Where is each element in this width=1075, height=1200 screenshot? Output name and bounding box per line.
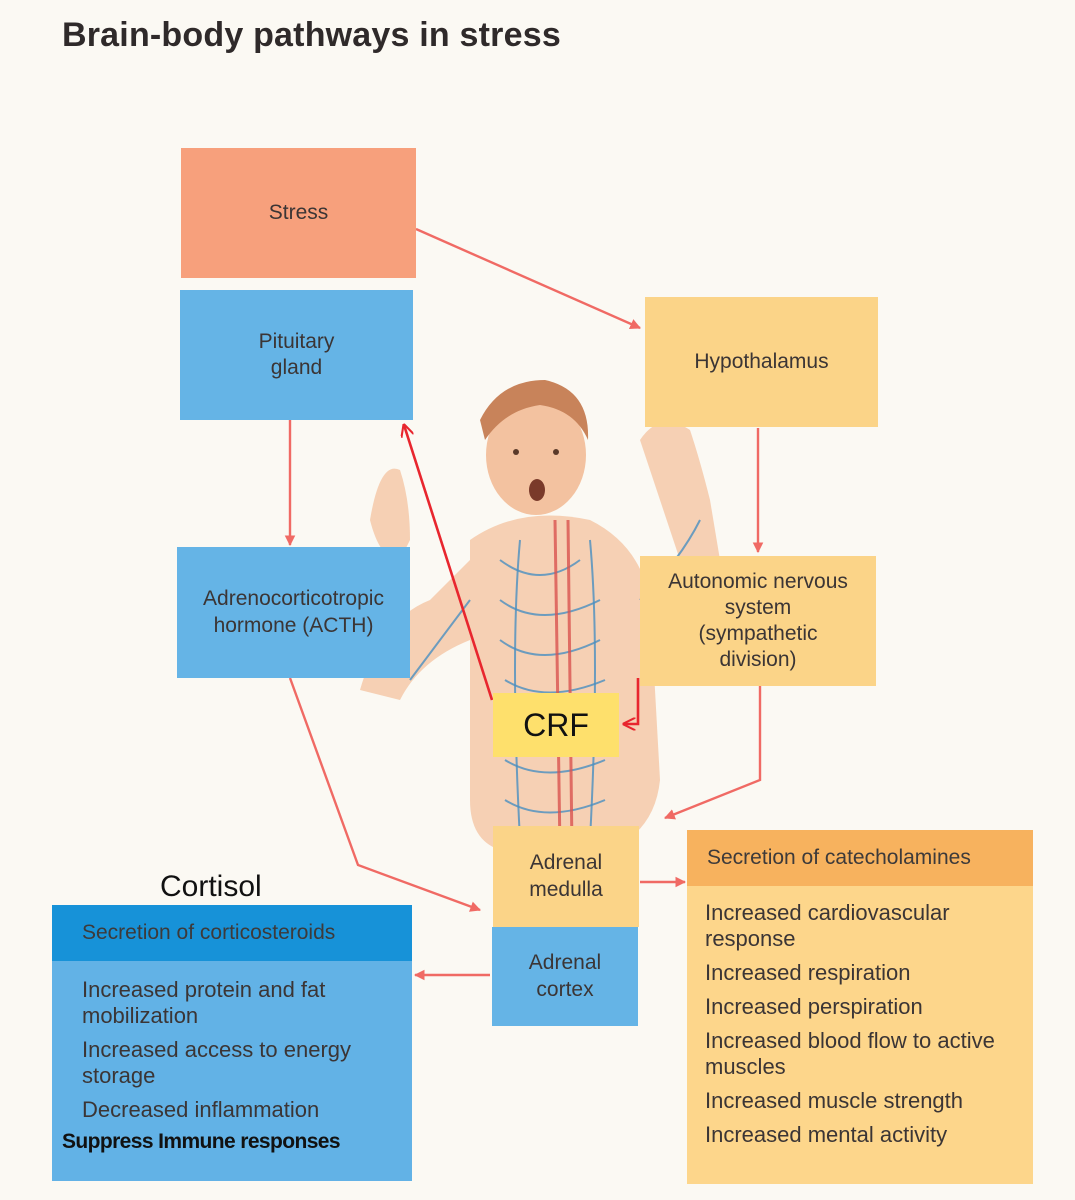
diagram-title: Brain-body pathways in stress: [62, 16, 561, 54]
cortisol-label: Cortisol: [160, 870, 262, 903]
crf-arrows: [404, 425, 640, 724]
arrow-acth-to-adrenal-cortex: [288, 677, 482, 912]
catecholamine-effect: Increased cardiovascular response: [705, 900, 950, 951]
corticosteroids-list: Increased protein and fat mobilization I…: [52, 961, 412, 1155]
stress-box: Stress: [181, 148, 416, 278]
catecholamine-effect: Increased respiration: [705, 960, 911, 985]
arrow-crf-to-pituitary: [404, 425, 494, 701]
catecholamine-effect: Increased mental activity: [705, 1122, 948, 1147]
arrow-hypothalamus-to-crf: [624, 678, 640, 724]
arrow-stress-to-hypothalamus: [415, 227, 641, 330]
catecholamines-panel: Secretion of catecholamines Increased ca…: [687, 830, 1033, 1184]
adrenal-medulla-box: Adrenal medulla: [493, 826, 639, 927]
autonomic-nervous-system-box: Autonomic nervous system (sympathetic di…: [640, 556, 876, 686]
corticosteroid-effect: Increased access to energy storage: [82, 1037, 352, 1088]
hypothalamus-box: Hypothalamus: [645, 297, 878, 427]
corticosteroids-header: Secretion of corticosteroids: [52, 905, 412, 961]
catecholamine-effect: Increased muscle strength: [705, 1088, 964, 1113]
pathway-arrows: [284, 227, 764, 981]
corticosteroid-effect: Decreased inflammation: [82, 1097, 320, 1122]
adrenal-cortex-box: Adrenal cortex: [492, 927, 638, 1026]
corticosteroid-effect: Increased protein and fat mobilization: [82, 977, 326, 1028]
catecholamine-effect: Increased blood flow to active muscles: [705, 1028, 995, 1079]
pituitary-gland-box: Pituitary gland: [180, 290, 413, 420]
catecholamine-effect: Increased perspiration: [705, 994, 923, 1019]
acth-box: Adrenocorticotropic hormone (ACTH): [177, 547, 410, 678]
arrow-autonomic-to-adrenal-medulla: [663, 685, 762, 820]
catecholamines-list: Increased cardiovascular response Increa…: [687, 886, 1033, 1148]
crf-box: CRF: [493, 693, 619, 757]
corticosteroids-panel: Secretion of corticosteroids Increased p…: [52, 905, 412, 1181]
catecholamines-header: Secretion of catecholamines: [687, 830, 1033, 886]
corticosteroid-effect-immune: Suppress Immune responses: [62, 1130, 341, 1153]
